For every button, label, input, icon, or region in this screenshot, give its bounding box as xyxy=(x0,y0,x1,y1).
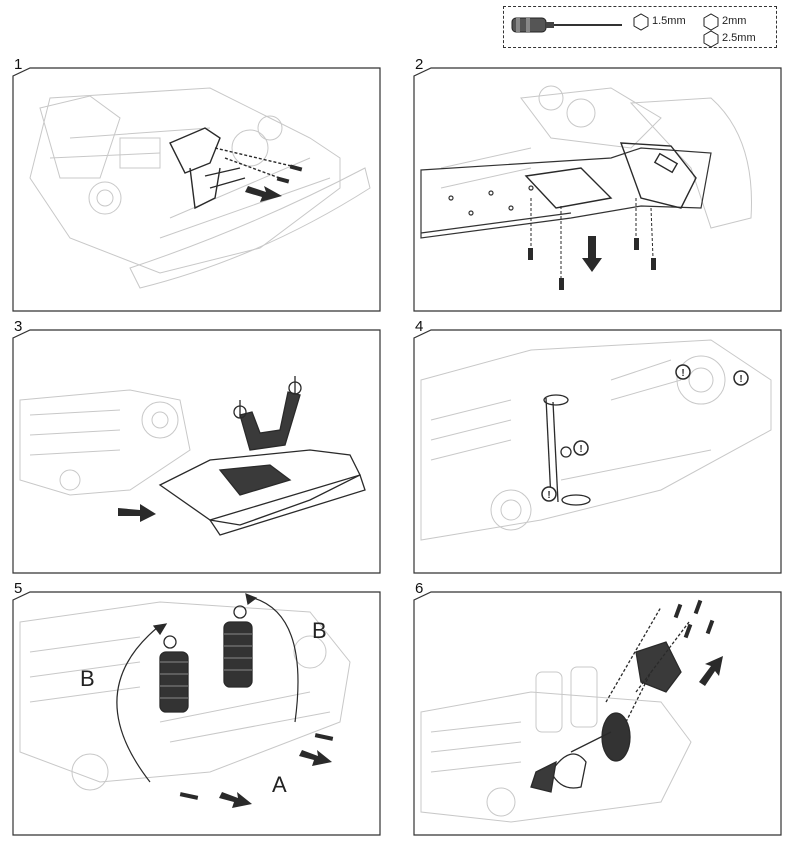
direction-arrow xyxy=(582,236,602,272)
front-bulkhead xyxy=(169,127,301,210)
step-3-panel: 3 xyxy=(10,318,382,575)
screws xyxy=(673,599,715,639)
step-4-number: 4 xyxy=(415,318,424,335)
differential-assembly xyxy=(530,606,690,793)
step-1-panel: 1 xyxy=(10,56,382,313)
direction-arrow-1 xyxy=(219,792,252,808)
tool-size-2: 2mm xyxy=(722,15,747,27)
tool-size-1: 1.5mm xyxy=(652,15,686,27)
step-2-number: 2 xyxy=(415,56,424,73)
step-5-panel: 5 B B A xyxy=(10,580,382,837)
step-1-number: 1 xyxy=(14,56,23,73)
tool-legend-art xyxy=(511,13,719,48)
hex-screwdriver-icon xyxy=(511,17,622,33)
removal-paths xyxy=(116,593,299,783)
direction-arrow xyxy=(699,656,723,686)
svg-text:!: ! xyxy=(739,374,742,385)
step-6-panel: 6 xyxy=(411,580,783,837)
caution-icons xyxy=(541,364,749,502)
screw-guides xyxy=(530,198,654,278)
screws xyxy=(179,733,334,800)
direction-arrow-2 xyxy=(299,750,332,766)
svg-text:!: ! xyxy=(579,444,582,455)
svg-text:!: ! xyxy=(681,368,684,379)
step-5-art xyxy=(12,591,381,836)
step-4-art: !! !! xyxy=(413,329,782,574)
step-1-art xyxy=(12,67,381,312)
chassis-plate xyxy=(420,147,712,239)
direction-arrow xyxy=(118,504,156,522)
svg-text:!: ! xyxy=(547,490,550,501)
hex-icon-2 xyxy=(703,13,719,31)
step-2-panel: 2 xyxy=(411,56,783,313)
step-2-art xyxy=(413,67,782,312)
screws xyxy=(528,238,656,290)
tool-legend: 1.5mm 2mm 2.5mm xyxy=(503,6,777,48)
bumper-brace xyxy=(524,142,697,209)
step-5-number: 5 xyxy=(14,580,23,597)
step-3-number: 3 xyxy=(14,318,23,335)
hex-icon-3 xyxy=(703,30,719,48)
front-bumper-assembly xyxy=(158,376,366,536)
shock-absorbers xyxy=(159,605,253,713)
direction-arrow xyxy=(245,186,282,202)
label-a: A xyxy=(272,772,287,797)
step-3-art xyxy=(12,329,381,574)
step-6-art xyxy=(413,591,782,836)
label-b-left: B xyxy=(80,666,95,691)
label-b-right: B xyxy=(312,618,327,643)
tool-size-3: 2.5mm xyxy=(722,32,756,44)
stabilizer-bar xyxy=(543,394,591,506)
step-6-number: 6 xyxy=(415,580,424,597)
step-4-panel: !! !! 4 xyxy=(411,318,783,575)
screws xyxy=(276,164,303,184)
hex-icon-1 xyxy=(633,13,649,31)
